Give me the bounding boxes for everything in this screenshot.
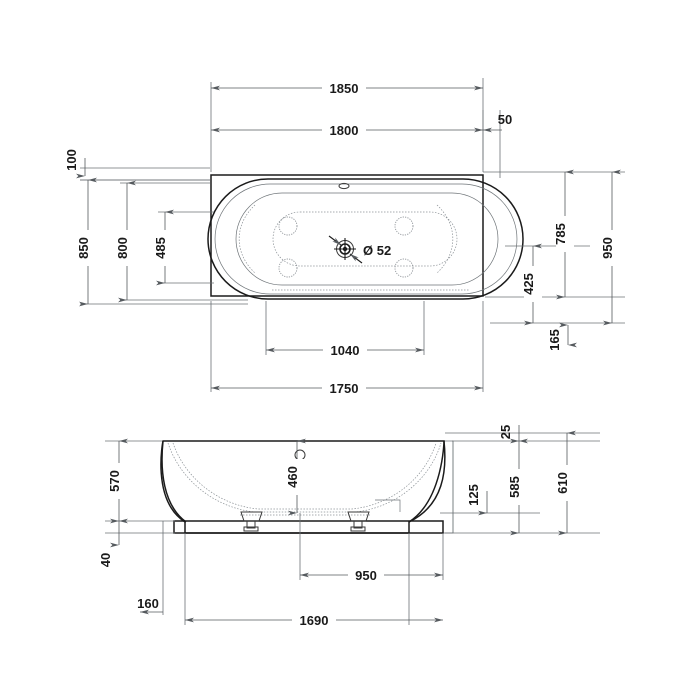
tub-rim-line: [214, 183, 518, 295]
dim-label-25: 25: [498, 425, 513, 439]
dim-label-1800: 1800: [330, 123, 359, 138]
section-view-dimensions: 570 40 460 25 585 610: [98, 425, 600, 629]
dim-label-570: 570: [107, 470, 122, 492]
whirlpool-jet: [278, 216, 298, 236]
tub-outer-edge: [207, 178, 524, 300]
dim-label-785: 785: [553, 223, 568, 245]
dim-label-40: 40: [98, 553, 113, 567]
top-view-geometry: [207, 174, 524, 300]
dim-label-160: 160: [137, 596, 159, 611]
dim-label-485: 485: [153, 237, 168, 259]
top-view-dimensions: 1850 1800 50 100 850: [64, 78, 625, 397]
dim-label-1750: 1750: [330, 381, 359, 396]
dim-label-585: 585: [507, 476, 522, 498]
dim-label-165: 165: [547, 329, 562, 351]
dim-label-800: 800: [115, 237, 130, 259]
basin-inner-curve: [167, 442, 442, 513]
whirlpool-jet: [394, 216, 414, 236]
dim-label-610: 610: [555, 472, 570, 494]
dim-label-950-section: 950: [355, 568, 377, 583]
tub-inner-arc-left: [238, 204, 256, 274]
dim-label-950-top: 950: [600, 237, 615, 259]
tub-bowl-opening: [235, 192, 499, 286]
tub-right-wall: [408, 440, 446, 523]
whirlpool-jet: [394, 258, 414, 278]
support-foot: [347, 511, 370, 532]
dim-label-460: 460: [285, 466, 300, 488]
dim-label-100: 100: [64, 149, 79, 171]
tub-basin-floor: [272, 211, 458, 267]
drain-diameter-label: Ø 52: [363, 243, 391, 258]
support-foot: [240, 511, 263, 532]
whirlpool-jet: [278, 258, 298, 278]
dim-label-1690: 1690: [300, 613, 329, 628]
dim-label-125: 125: [466, 484, 481, 506]
overflow-outlet: [294, 449, 306, 461]
tub-left-wall: [161, 440, 187, 523]
section-view-geometry: [160, 440, 454, 534]
overflow-outlet: [338, 182, 350, 190]
dim-label-1040: 1040: [331, 343, 360, 358]
dim-label-50: 50: [498, 112, 512, 127]
dim-label-1850: 1850: [330, 81, 359, 96]
dim-label-425: 425: [521, 273, 536, 295]
dim-label-850: 850: [76, 237, 91, 259]
tub-plinth: [173, 520, 444, 534]
tub-inner-arc-right: [436, 204, 454, 274]
drain-crosshair: [328, 235, 363, 264]
